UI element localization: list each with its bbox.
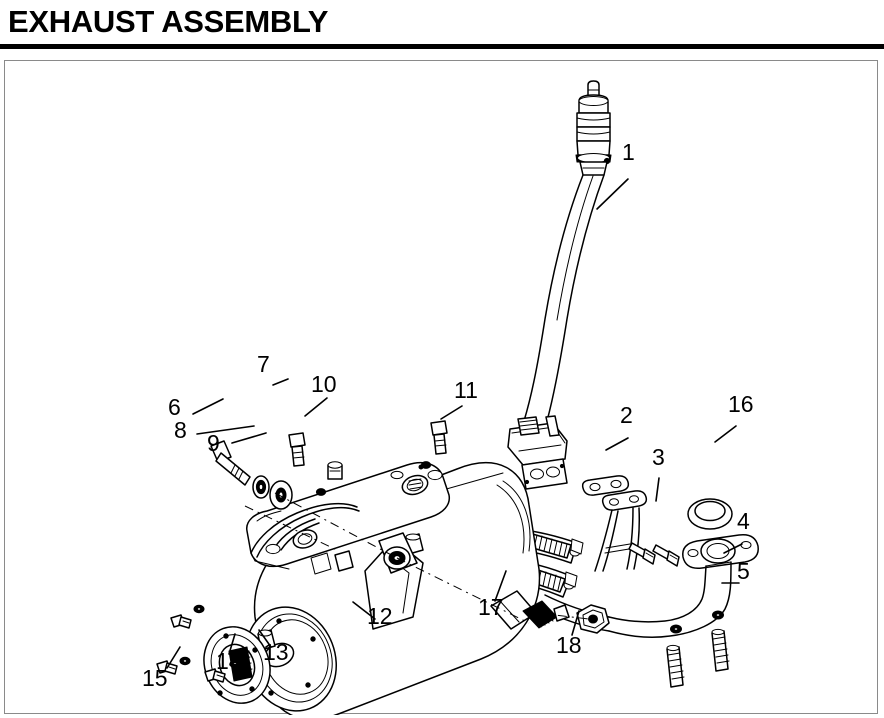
callout-1: 1 [622, 139, 635, 165]
assembly-center-lines [244, 492, 590, 624]
callout-9: 9 [207, 430, 220, 456]
title-divider-rule [0, 44, 884, 49]
page-title: EXHAUST ASSEMBLY [8, 4, 329, 39]
part-1-exhaust-pipe-canister [507, 80, 612, 490]
callout-3: 3 [652, 444, 665, 470]
diagram-frame: .ln { fill:none; stroke:#000; stroke-wid… [4, 60, 878, 715]
callout-5: 5 [737, 558, 750, 584]
callout-7: 7 [257, 351, 270, 377]
callout-12: 12 [367, 603, 393, 629]
page-header: EXHAUST ASSEMBLY [0, 0, 884, 49]
callout-17: 17 [478, 594, 504, 620]
part-6-long-bolt [210, 440, 251, 486]
callout-leader-lines [166, 178, 743, 669]
part-5-studs [666, 628, 730, 688]
part-17-threaded-spacer [490, 590, 570, 630]
exhaust-assembly-drawing: .ln { fill:none; stroke:#000; stroke-wid… [156, 80, 759, 715]
pipe-support-bracket [594, 490, 648, 572]
callout-14: 14 [216, 648, 242, 674]
part-11-heat-shield [246, 461, 451, 575]
callout-13: 13 [263, 639, 289, 665]
part-2-bracket-plate [581, 475, 630, 496]
part-9-washer [269, 480, 293, 510]
callout-18: 18 [556, 632, 582, 658]
callout-15: 15 [142, 665, 168, 691]
callout-4: 4 [737, 508, 750, 534]
header-pipe-assembly [538, 533, 759, 638]
part-10-grommets [315, 461, 343, 496]
part-8-collar-spacer [252, 475, 270, 499]
part-7-bolt [288, 432, 306, 467]
callout-11: 11 [454, 377, 478, 403]
part-4-washers [670, 610, 724, 634]
callout-10: 10 [311, 371, 337, 397]
part-18-flange-nut [576, 604, 610, 634]
callout-2: 2 [620, 402, 633, 428]
part-3-flange-bolts [628, 542, 680, 567]
callout-8: 8 [174, 417, 187, 443]
callout-6: 6 [168, 394, 181, 420]
part-7-bolt-2 [420, 420, 448, 469]
part-16-gasket-ring [687, 498, 733, 530]
callout-16: 16 [728, 391, 754, 417]
